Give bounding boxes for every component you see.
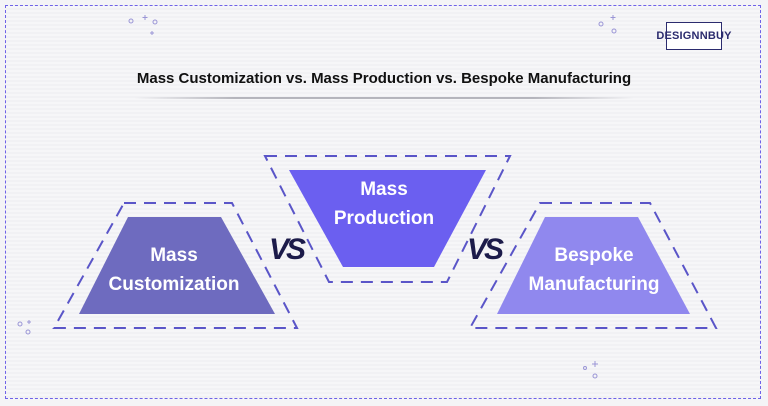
dashed-outline-center [263,155,512,283]
vs-separator-left: VS [269,233,306,266]
shape-label-line1: Bespoke [554,245,634,266]
trapezoid-mass-customization [79,217,275,314]
shape-label-line2: Customization [108,274,240,295]
vs-separator-right: VS [467,233,504,266]
shape-label-bespoke-manufacturing: Bespoke Manufacturing [509,241,679,299]
trapezoid-mass-production [289,170,486,267]
shape-label-line1: Mass [360,179,408,200]
sparkle-decoration-icon [17,15,617,379]
page-title: Mass Customization vs. Mass Production v… [136,70,632,87]
dashed-outline-right [468,202,718,329]
shape-label-line1: Mass [150,245,198,266]
shape-label-mass-production: Mass Production [299,175,469,233]
title-underline [134,97,634,99]
shape-label-line2: Production [333,208,435,229]
dashed-outline-left [52,202,299,329]
designnbuy-logo[interactable]: DESIGNNBUY [656,22,731,50]
trapezoid-bespoke-manufacturing [497,217,690,314]
shape-label-line2: Manufacturing [528,274,660,295]
shape-label-mass-customization: Mass Customization [89,241,259,299]
